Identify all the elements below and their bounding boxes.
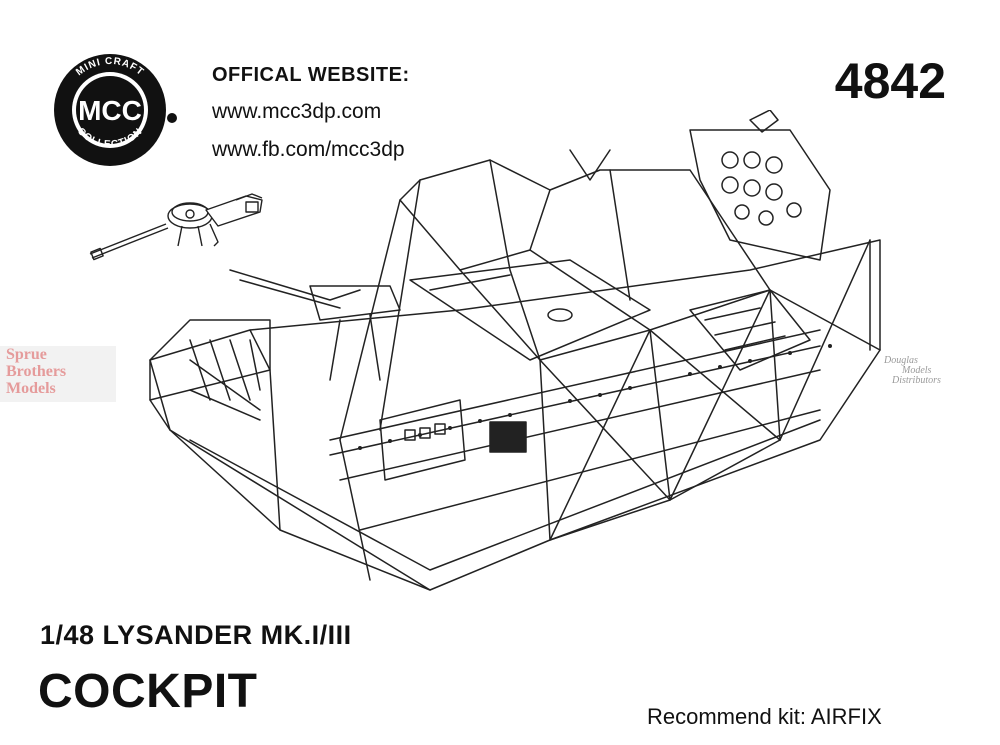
watermark-left-line-2: Brothers xyxy=(6,363,67,380)
website-heading: OFFICAL WEBSITE: xyxy=(212,64,410,86)
watermark-right: Douglas Models Distributors xyxy=(884,356,972,400)
watermark-left-line-1: Sprue xyxy=(6,346,47,363)
recommended-kit: Recommend kit: AIRFIX xyxy=(647,704,882,729)
website-url[interactable]: www.mcc3dp.com xyxy=(212,100,382,123)
cockpit-illustration xyxy=(149,110,881,591)
machine-gun-illustration xyxy=(89,193,263,261)
product-part-title: COCKPIT xyxy=(38,665,258,718)
mcc-logo: MINI CRAFT COLLECTION MCC xyxy=(48,44,178,174)
product-code: 4842 xyxy=(834,53,946,109)
watermark-right-line-1: Douglas xyxy=(884,355,918,366)
watermark-right-line-3: Distributors xyxy=(892,375,941,386)
watermark-left: Sprue Brothers Models xyxy=(0,346,116,402)
logo-initials: MCC xyxy=(78,95,142,126)
watermark-right-line-2: Models xyxy=(902,365,932,376)
facebook-url[interactable]: www.fb.com/mcc3dp xyxy=(212,138,405,161)
product-scale-model: 1/48 LYSANDER MK.I/III xyxy=(40,620,352,650)
watermark-left-line-3: Models xyxy=(6,380,56,397)
